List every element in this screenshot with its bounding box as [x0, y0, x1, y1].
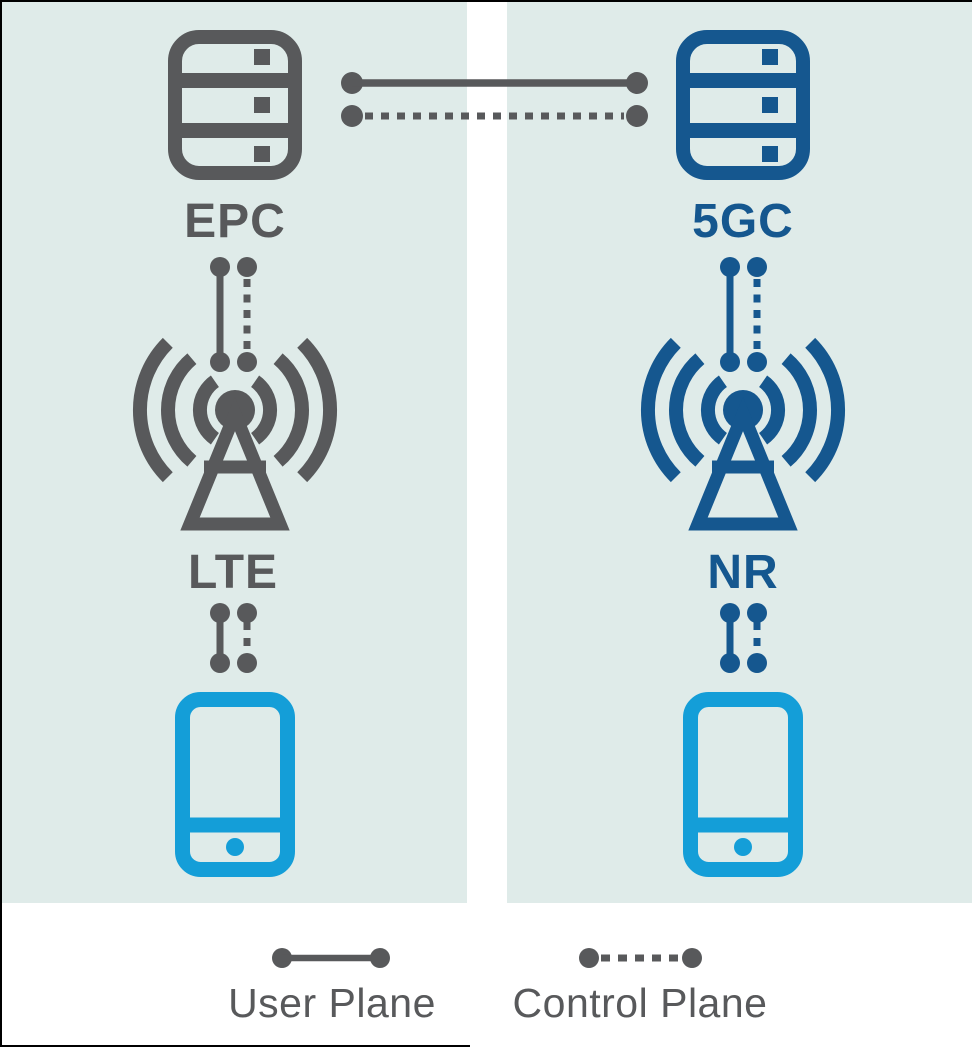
legend-control-plane-sample — [579, 948, 702, 968]
lte-label: LTE — [188, 546, 278, 599]
epc-server-icon — [175, 37, 295, 173]
core-user-plane-link — [341, 72, 648, 94]
nr-device-control-plane-link — [747, 603, 767, 673]
lte-panel — [2, 2, 467, 903]
epc-lte-control-plane-link — [237, 257, 257, 372]
lte-device-control-plane-link — [237, 603, 257, 673]
top-edge-line — [0, 0, 972, 2]
core-control-plane-link — [341, 105, 648, 127]
nr-smartphone-icon — [691, 700, 796, 870]
5gc-label: 5GC — [692, 195, 794, 248]
nr-device-user-plane-link — [720, 603, 740, 673]
epc-lte-user-plane-link — [210, 257, 230, 372]
nr-label: NR — [707, 546, 778, 599]
5gc-server-icon — [683, 37, 803, 173]
bottom-edge-line — [0, 1045, 470, 1047]
nr-cell-tower-icon — [648, 343, 838, 524]
left-edge-line — [0, 0, 2, 1047]
lte-smartphone-icon — [183, 700, 288, 870]
epc-label: EPC — [184, 195, 286, 248]
nr-panel — [507, 2, 972, 903]
legend-control-plane-label: Control Plane — [513, 980, 768, 1026]
5gc-nr-user-plane-link — [720, 257, 740, 372]
lte-cell-tower-icon — [140, 343, 330, 524]
legend-user-plane-sample — [272, 948, 390, 968]
5gc-nr-control-plane-link — [747, 257, 767, 372]
legend-user-plane-label: User Plane — [228, 980, 436, 1026]
lte-device-user-plane-link — [210, 603, 230, 673]
